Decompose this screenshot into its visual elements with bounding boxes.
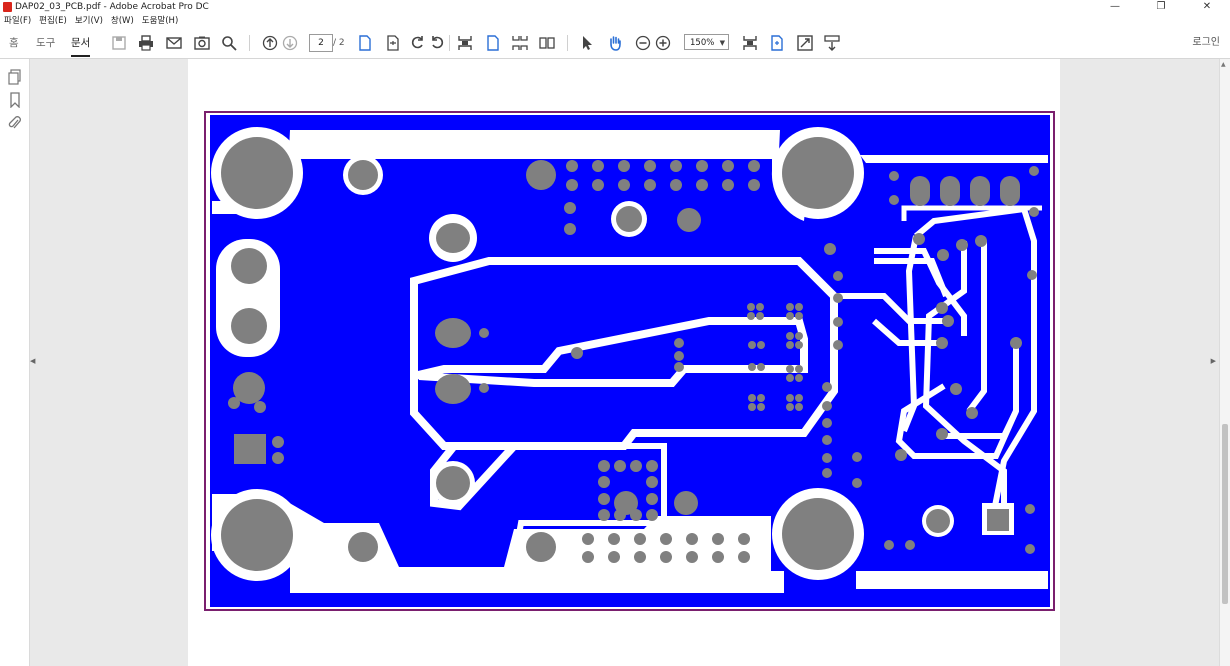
rotate-right-icon[interactable] [428,34,446,52]
pads-and-vias [221,137,1039,571]
toolbar-separator [249,35,250,51]
two-page-scroll-icon[interactable] [511,34,529,52]
page-number-input[interactable]: 2 [309,34,333,52]
page-total: / 2 [333,38,345,48]
menu-view[interactable]: 보기(V) [74,16,103,26]
zoom-level-value: 150% [690,38,715,48]
attachment-icon[interactable] [7,115,23,131]
document-icon[interactable] [484,34,502,52]
minimize-button[interactable]: — [1110,1,1120,12]
tab-document[interactable]: 문서 [71,28,91,58]
scroll-up-arrow-icon[interactable]: ▲ [1221,61,1226,68]
window-controls: — ❐ ✕ [1092,0,1230,14]
fit-window-icon[interactable] [768,34,786,52]
scroll-mode-icon[interactable] [823,34,841,52]
close-button[interactable]: ✕ [1202,1,1212,12]
tab-tools[interactable]: 도구 [36,37,56,49]
print-icon[interactable] [137,34,155,52]
rotate-left-icon[interactable] [409,34,427,52]
single-page-icon[interactable] [356,34,374,52]
expand-right-panel-icon[interactable]: ▶ [1210,357,1216,365]
vertical-scrollbar[interactable]: ▲ [1219,59,1230,666]
title-bar: DAP02_03_PCB.pdf - Adobe Acrobat Pro DC … [0,0,1230,14]
menu-window[interactable]: 창(W) [110,16,134,26]
email-icon[interactable] [165,34,183,52]
toolbar: 홈 도구 문서 2 / 2 [0,28,1230,59]
hand-tool-icon[interactable] [606,34,624,52]
scrollbar-thumb[interactable] [1222,424,1228,604]
menu-bar: 파일(F) 편집(E) 보기(V) 창(W) 도움말(H) [0,14,1230,28]
snapshot-icon[interactable] [193,34,211,52]
login-link[interactable]: 로그인 [1192,37,1220,48]
bookmark-icon[interactable] [7,92,23,109]
two-page-view-icon[interactable] [538,34,556,52]
page-width-icon[interactable] [456,34,474,52]
fit-width-icon[interactable] [741,34,759,52]
toolbar-separator [449,35,450,51]
search-icon[interactable] [220,34,238,52]
chevron-down-icon: ▼ [719,39,725,47]
next-page-icon[interactable] [281,34,299,52]
menu-file[interactable]: 파일(F) [4,16,32,26]
restore-button[interactable]: ❐ [1156,1,1166,12]
previous-page-icon[interactable] [261,34,279,52]
menu-edit[interactable]: 편집(E) [39,16,67,26]
save-icon[interactable] [110,34,128,52]
select-cursor-icon[interactable] [578,34,596,52]
window-title: DAP02_03_PCB.pdf - Adobe Acrobat Pro DC [15,2,209,12]
tab-home[interactable]: 홈 [9,37,19,49]
pcb-layout-drawing [204,111,1055,611]
zoom-out-icon[interactable] [634,34,652,52]
page-thumbnails-icon[interactable] [7,69,23,85]
expand-left-panel-icon[interactable]: ◀ [30,357,36,365]
zoom-in-icon[interactable] [654,34,672,52]
fit-page-icon[interactable] [384,34,402,52]
left-navigation-panel [0,59,30,666]
toolbar-separator [567,35,568,51]
menu-help[interactable]: 도움말(H) [141,16,179,26]
zoom-level-select[interactable]: 150% ▼ [684,34,729,50]
full-screen-icon[interactable] [796,34,814,52]
pdf-file-icon [3,2,12,12]
